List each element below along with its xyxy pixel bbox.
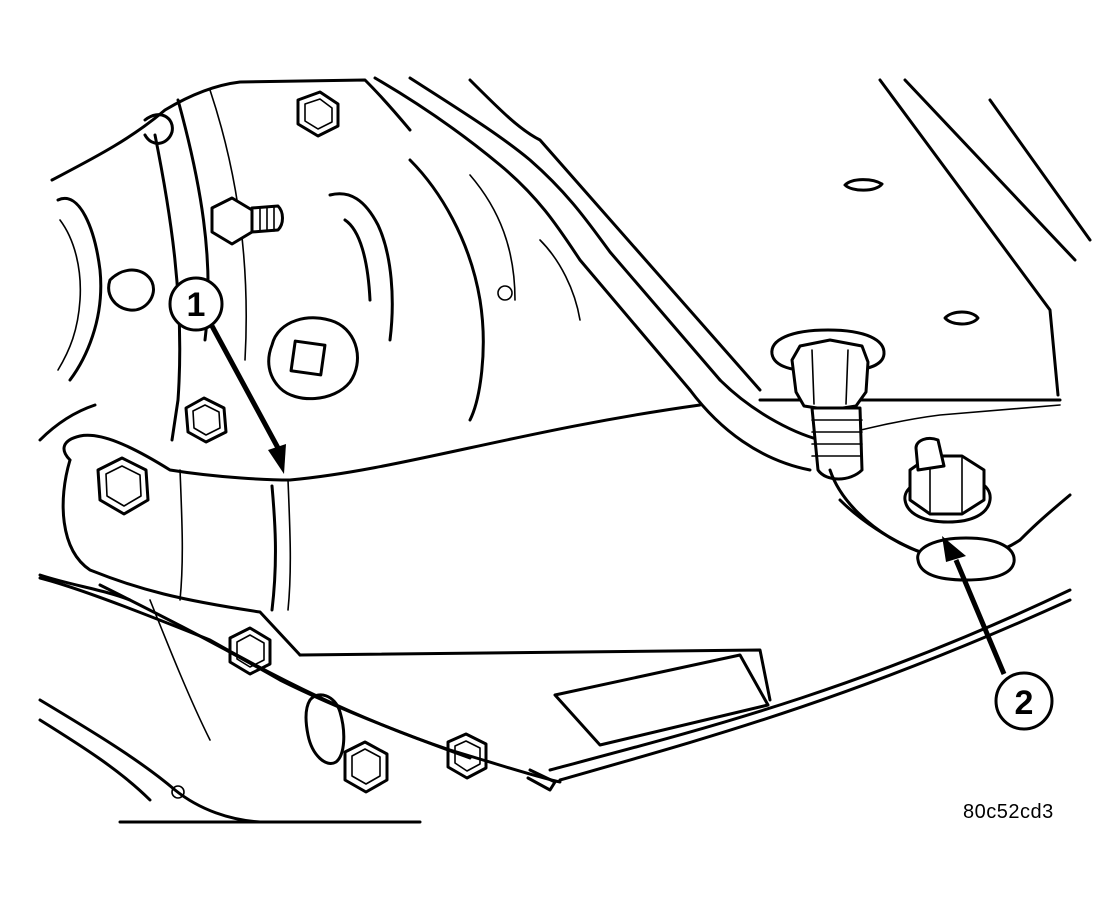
- stud-bolt-upper-left: [210, 196, 284, 246]
- callout-2-arrowhead: [942, 536, 966, 562]
- callout-2-label: 2: [1015, 684, 1034, 722]
- callout-2-circle: [994, 671, 1054, 731]
- crossmember-bracket: [38, 403, 1072, 792]
- callout-1-circle: [168, 276, 224, 332]
- callout-2-leader: [953, 559, 1007, 675]
- transmission-housing: [38, 78, 581, 824]
- callout-1-label: 1: [187, 286, 206, 324]
- bolt-mid-left: [184, 396, 228, 444]
- bolt-top: [296, 90, 340, 138]
- callout-1: 1: [168, 276, 286, 474]
- mount-nut-assembly: [828, 436, 1072, 582]
- oil-pan-rail: [373, 76, 1092, 472]
- housing-bolts: [96, 90, 488, 794]
- oval-slot: [304, 693, 346, 765]
- bolt-bracket-left: [96, 456, 150, 516]
- callout-1-leader: [209, 324, 281, 450]
- drain-plug-stud: [770, 328, 886, 481]
- callout-2: 2: [942, 536, 1054, 731]
- callout-1-arrowhead: [268, 444, 286, 474]
- figure-id: 80c52cd3: [963, 801, 1054, 823]
- bolt-lower-2: [343, 740, 389, 794]
- bolt-lower-1: [228, 626, 272, 676]
